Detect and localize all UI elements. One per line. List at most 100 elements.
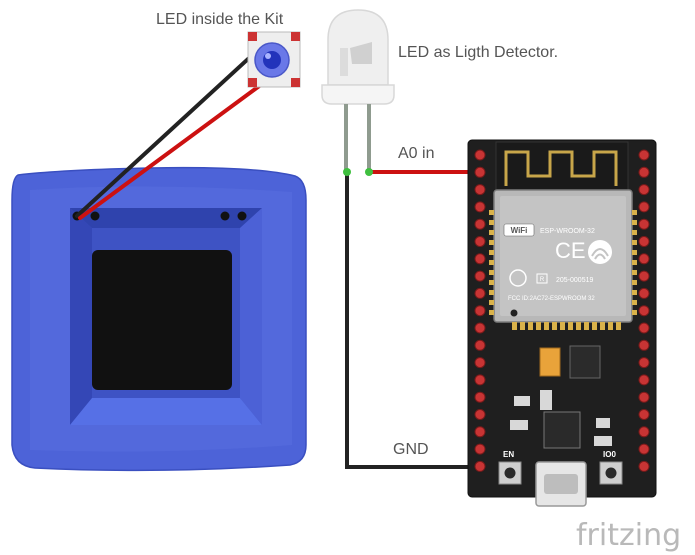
header-pin: [638, 460, 650, 472]
header-pin: [474, 339, 486, 351]
module-pad: [489, 230, 494, 235]
kit-led: [247, 31, 301, 88]
header-pin: [474, 460, 486, 472]
module-pad: [632, 260, 637, 265]
header-pin: [638, 184, 650, 196]
header-pin: [638, 201, 650, 213]
module-pad: [489, 300, 494, 305]
header-pin: [474, 253, 486, 265]
header-pin: [474, 236, 486, 247]
header-pin: [474, 287, 486, 299]
module-pad: [584, 322, 589, 330]
header-pin: [638, 443, 650, 455]
header-pin: [638, 357, 650, 369]
module-pad: [632, 250, 637, 255]
header-pin: [638, 426, 650, 438]
header-pin: [474, 149, 486, 161]
module-pad: [544, 322, 549, 330]
module-pad: [632, 300, 637, 305]
module-pad: [489, 290, 494, 295]
fcc-id: FCC ID:2AC72-ESPWROOM 32: [508, 296, 595, 302]
header-pin: [638, 218, 650, 230]
header-pin: [474, 270, 486, 282]
header-pin: [474, 426, 486, 438]
header-pin: [638, 391, 650, 403]
header-pin: [638, 322, 650, 334]
detector-led-label: LED as Ligth Detector.: [398, 44, 558, 61]
kit-hole: [220, 211, 230, 221]
kit-hole: [90, 211, 100, 221]
module-pad: [552, 322, 557, 330]
module-pad: [489, 220, 494, 225]
right-pin-header: [638, 149, 650, 472]
module-pad: [632, 230, 637, 235]
r-code: 205-000519: [556, 277, 593, 284]
a0-joint: [365, 168, 373, 176]
regulator-tab: [539, 347, 561, 377]
detector-led: [321, 9, 395, 170]
header-pin: [474, 443, 486, 455]
header-pin: [474, 391, 486, 403]
module-name: ESP-WROOM-32: [540, 228, 595, 235]
header-pin: [638, 305, 650, 317]
r-mark-icon: [536, 273, 548, 284]
regulator: [569, 345, 601, 379]
header-pin: [474, 322, 486, 334]
module-pad: [592, 322, 597, 330]
header-pin: [474, 218, 486, 230]
kit-hole: [237, 211, 247, 221]
gnd-joint: [343, 168, 351, 176]
header-pin: [638, 339, 650, 351]
module-pad: [489, 240, 494, 245]
module-pad: [632, 270, 637, 275]
module-pad: [632, 240, 637, 245]
gnd-wire: [345, 172, 480, 469]
module-pad: [512, 322, 517, 330]
fritzing-watermark: fritzing: [576, 518, 681, 553]
io0-label: IO0: [603, 450, 616, 459]
module-pad: [489, 250, 494, 255]
module-pad: [489, 260, 494, 265]
header-pin: [638, 149, 650, 161]
header-pin: [638, 270, 650, 282]
header-pin: [474, 201, 486, 213]
kit-screen: [92, 250, 232, 390]
rf-logo: [588, 240, 612, 264]
module-pad: [600, 322, 605, 330]
module-pad: [528, 322, 533, 330]
pin1-dot: [510, 309, 518, 317]
module-pad: [489, 310, 494, 315]
wifi-logo: WiFi: [503, 223, 535, 237]
module-pad: [632, 290, 637, 295]
module-pad: [489, 280, 494, 285]
header-pin: [638, 374, 650, 386]
module-pad: [489, 210, 494, 215]
left-pin-header: [474, 149, 486, 472]
r-mark-letter: R: [540, 277, 545, 283]
header-pin: [474, 374, 486, 386]
header-pin: [638, 166, 650, 178]
module-pad: [576, 322, 581, 330]
module-pad: [632, 210, 637, 215]
wifi-logo-text: WiFi: [511, 226, 528, 235]
module-pad: [616, 322, 621, 330]
module-pad: [536, 322, 541, 330]
esp32-board: WiFi ESP-WROOM-32 CE R 205-000519 FCC ID…: [467, 139, 657, 507]
gnd-label: GND: [393, 441, 429, 458]
approval-mark-icon: [509, 269, 527, 287]
kit-device: [11, 166, 307, 472]
module-pad: [632, 310, 637, 315]
header-pin: [474, 357, 486, 369]
header-pin: [638, 253, 650, 265]
header-pin: [474, 409, 486, 420]
en-label: EN: [503, 450, 514, 459]
header-pin: [638, 409, 650, 420]
module-pad: [489, 270, 494, 275]
module-pad: [632, 280, 637, 285]
a0-label: A0 in: [398, 145, 434, 162]
kit-led-label: LED inside the Kit: [156, 11, 284, 28]
header-pin: [638, 236, 650, 247]
header-pin: [474, 184, 486, 196]
header-pin: [474, 305, 486, 317]
